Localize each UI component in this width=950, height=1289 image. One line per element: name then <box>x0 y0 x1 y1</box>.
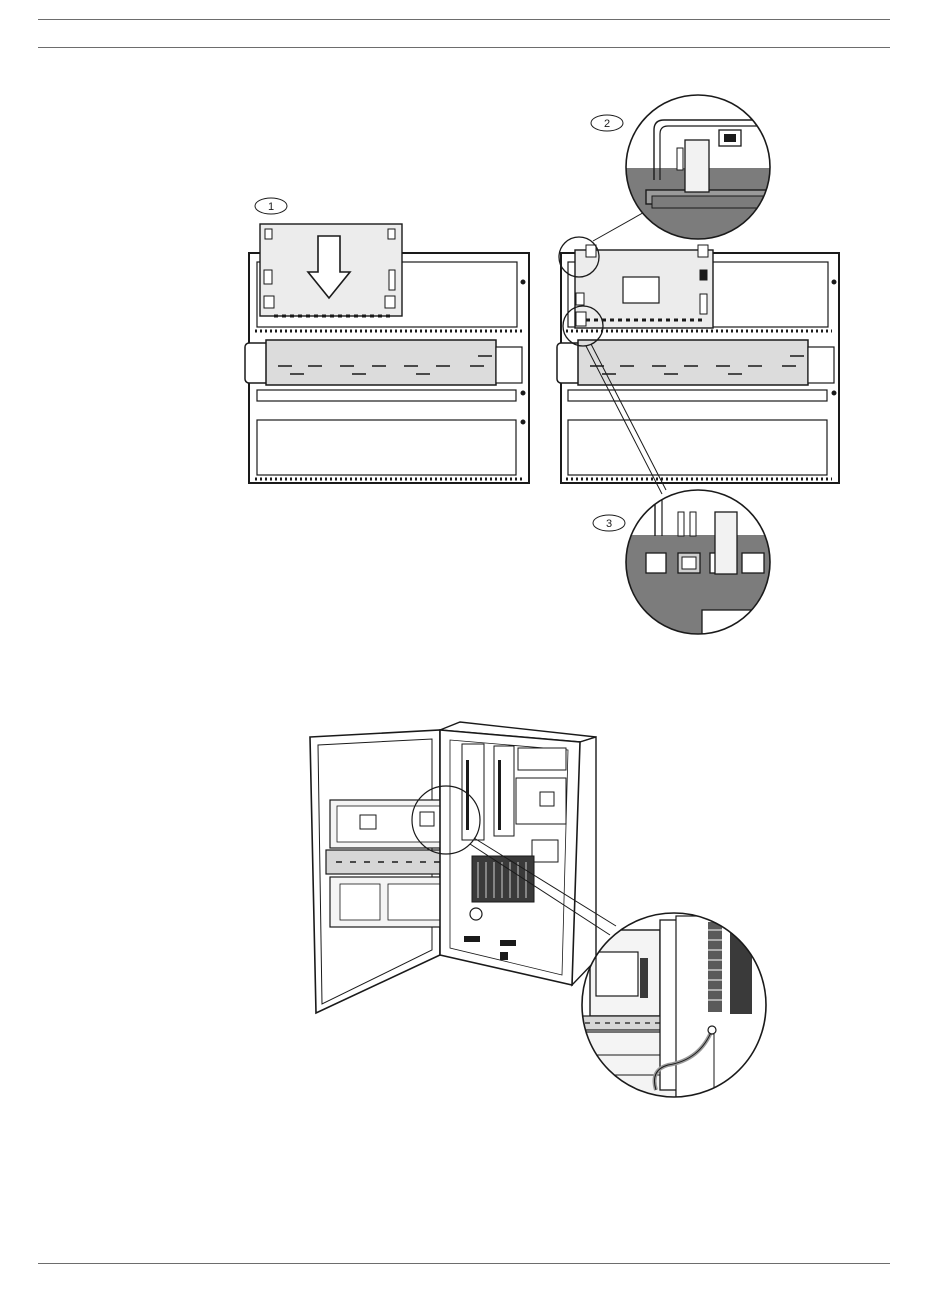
module-right-mounted <box>575 245 713 328</box>
zoom-detail-3 <box>620 485 782 640</box>
enclosure-cabinet <box>440 722 596 985</box>
module-mounting-figure: 1 2 3 <box>0 80 950 640</box>
enclosure-door <box>310 730 454 1013</box>
callout-2-label: 2 <box>604 118 610 130</box>
enclosure-figure <box>0 715 950 1115</box>
enclosure-zoom-detail <box>580 910 772 1102</box>
footer-rule <box>38 1263 890 1264</box>
callout-1-label: 1 <box>268 201 274 213</box>
zoom-detail-2 <box>620 90 786 250</box>
callout-3: 3 <box>593 515 625 531</box>
callout-2: 2 <box>591 115 623 131</box>
callout-1: 1 <box>255 198 287 214</box>
header-rule-bottom <box>38 47 890 48</box>
header-rule-top <box>38 19 890 20</box>
callout-3-label: 3 <box>606 518 612 530</box>
